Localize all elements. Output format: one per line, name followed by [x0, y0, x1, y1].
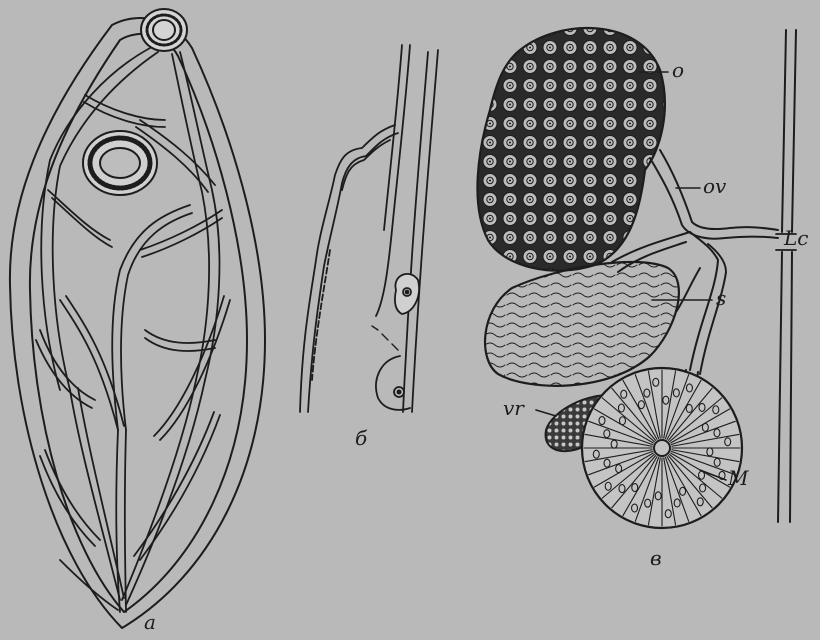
panel-c-drawing: [477, 28, 796, 528]
mehlis-gland: [582, 368, 742, 528]
label-mehlis-gland: M: [728, 468, 748, 488]
ovary: [477, 28, 664, 271]
seminal-receptacle: [485, 262, 679, 386]
label-laurer-canal: Lc: [784, 228, 808, 248]
ventral-sucker: [83, 131, 157, 195]
oral-sucker: [141, 9, 187, 51]
label-seminal-receptacle: s: [716, 288, 726, 308]
label-panel-b: б: [355, 428, 367, 448]
label-panel-a: a: [144, 612, 156, 632]
panel-b-drawing: [300, 45, 438, 412]
label-panel-c: в: [650, 548, 662, 568]
label-vitelline-reservoir: vr: [503, 398, 524, 418]
label-oviduct: ov: [703, 176, 726, 196]
panel-a-drawing: [10, 9, 265, 628]
label-ovary: o: [672, 60, 684, 80]
